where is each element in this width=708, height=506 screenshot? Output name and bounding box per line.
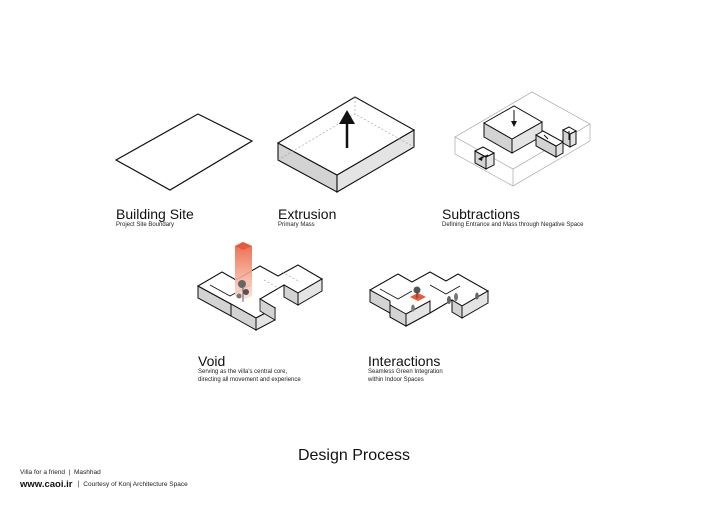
step-title-building-site: Building Site	[116, 206, 194, 222]
step-subtitle-building-site: Project Site Boundary	[116, 222, 175, 228]
interaction-mass-top	[369, 271, 490, 327]
step-subtitle-void-line-1: Serving as the villa's central core,	[198, 369, 288, 375]
step-title-interactions: Interactions	[368, 353, 441, 369]
extrusion-figure	[276, 96, 416, 193]
void-figure	[196, 242, 324, 331]
site-plane	[114, 113, 254, 191]
footer-separator: |	[77, 481, 80, 488]
building-site-figure	[114, 113, 254, 191]
footer-credit-row: www.caoi.ir | Courtesy of Konj Architect…	[20, 479, 188, 490]
subtractions-figure	[454, 91, 591, 187]
tree-icon	[236, 280, 249, 302]
step-title-extrusion: Extrusion	[278, 206, 337, 222]
project-caption: Villa for a friend | Mashhad	[20, 469, 101, 476]
tree-icon	[411, 286, 479, 312]
step-title-subtractions: Subtractions	[442, 206, 520, 222]
step-subtitle-interactions-line-1: Seamless Green Integration	[368, 369, 443, 375]
step-subtitle-extrusion: Primary Mass	[278, 222, 315, 228]
step-subtitle-void-line-2: directing all movement and experience	[198, 376, 301, 383]
interactions-figure	[369, 271, 490, 327]
extrusion-arrow-icon	[339, 110, 355, 124]
step-subtitle-interactions-line-2: within Indoor Spaces	[368, 376, 424, 383]
step-title-void: Void	[198, 353, 226, 369]
site-link[interactable]: www.caoi.ir	[20, 479, 73, 490]
credit-text: Courtesy of Konj Architecture Space	[83, 481, 188, 488]
page-heading: Design Process	[297, 447, 411, 464]
step-subtitle-subtractions: Defining Entrance and Mass through Negat…	[442, 222, 584, 228]
